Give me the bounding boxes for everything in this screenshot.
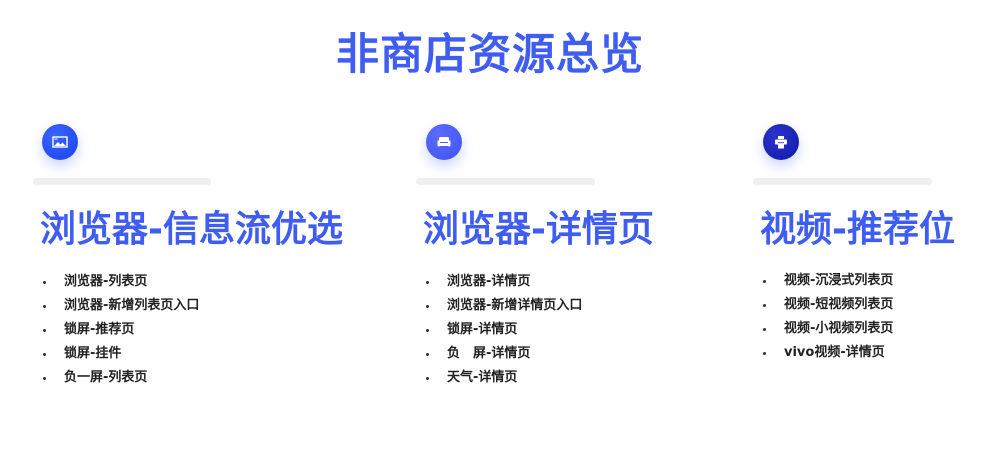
printer-icon <box>763 124 799 160</box>
bullet-icon <box>43 281 46 284</box>
bullet-icon <box>43 353 46 356</box>
bullet-icon <box>763 328 766 331</box>
bullet-icon <box>426 281 429 284</box>
image-icon <box>42 124 78 160</box>
bullet-icon <box>763 280 766 283</box>
bullet-icon <box>43 377 46 380</box>
sofa-icon <box>426 124 462 160</box>
column-title: 视频-推荐位 <box>760 209 955 250</box>
printer-glyph <box>775 136 787 149</box>
bullet-icon <box>763 352 766 355</box>
bullet-icon <box>426 377 429 380</box>
image-glyph <box>52 136 68 148</box>
bullet-icon <box>43 305 46 308</box>
page-title: 非商店资源总览 <box>336 30 644 80</box>
bullet-icon <box>426 329 429 332</box>
bullet-icon <box>426 305 429 308</box>
bullet-icon <box>43 329 46 332</box>
column-title: 浏览器-详情页 <box>423 209 654 250</box>
divider-bar <box>33 178 211 185</box>
divider-bar <box>416 178 595 185</box>
column-title: 浏览器-信息流优选 <box>40 209 343 250</box>
sofa-glyph <box>437 137 451 147</box>
divider-bar <box>753 178 932 185</box>
bullet-icon <box>763 304 766 307</box>
bullet-icon <box>426 353 429 356</box>
